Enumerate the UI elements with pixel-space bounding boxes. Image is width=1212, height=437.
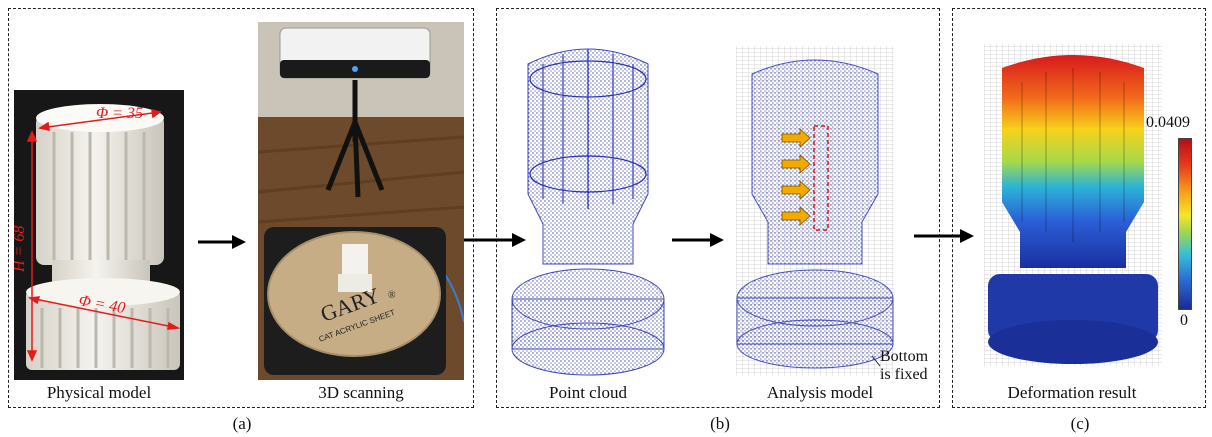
load-region-box <box>813 125 829 231</box>
platform-text: GARY CAT ACRYLIC SHEET ® <box>317 282 396 344</box>
panel-a-label: (a) <box>232 414 252 433</box>
panel-b-frame <box>496 8 940 408</box>
scanning-scene <box>258 22 464 380</box>
dimension-labels: Φ = 35 Φ = 40 H = 68 <box>14 105 143 317</box>
colorbar <box>1178 138 1192 310</box>
panel-c-frame <box>952 8 1206 408</box>
colorbar-max-label: 0.0409 <box>1146 114 1190 131</box>
point-cloud-figure <box>511 48 665 376</box>
physical-gear-image <box>26 104 181 370</box>
physical-model-photo <box>14 90 184 380</box>
panel-a-frame <box>8 8 474 408</box>
height-label: H = 68 <box>14 226 28 273</box>
panel-c-label: (c) <box>1070 414 1090 433</box>
load-arrows <box>781 128 811 226</box>
physical-model-caption: Physical model <box>46 383 152 402</box>
analysis-model-figure <box>736 46 894 376</box>
deformation-figure <box>984 44 1162 366</box>
analysis-model-caption: Analysis model <box>766 383 874 402</box>
arrow-analysis-to-result <box>914 229 974 243</box>
bottom-note-line1: Bottom <box>880 348 929 365</box>
panel-b-label: (b) <box>710 414 730 433</box>
arrow-scan-to-pointcloud <box>464 233 526 247</box>
top-diameter-label: Φ = 35 <box>96 105 143 122</box>
scanning-photo <box>258 22 464 380</box>
arrow-physical-to-scan <box>198 235 246 249</box>
platform-registered: ® <box>388 290 396 301</box>
bottom-diameter-label: Φ = 40 <box>77 292 126 317</box>
deformation-caption: Deformation result <box>1007 383 1137 402</box>
bottom-pointer-line <box>871 355 881 367</box>
arrow-pointcloud-to-analysis <box>672 233 724 247</box>
point-cloud-caption: Point cloud <box>549 383 627 402</box>
scanning-caption: 3D scanning <box>318 383 404 402</box>
bottom-fixed-note: Bottom is fixed <box>880 348 928 384</box>
colorbar-min-label: 0 <box>1180 312 1188 329</box>
bottom-note-line2: is fixed <box>880 366 928 383</box>
